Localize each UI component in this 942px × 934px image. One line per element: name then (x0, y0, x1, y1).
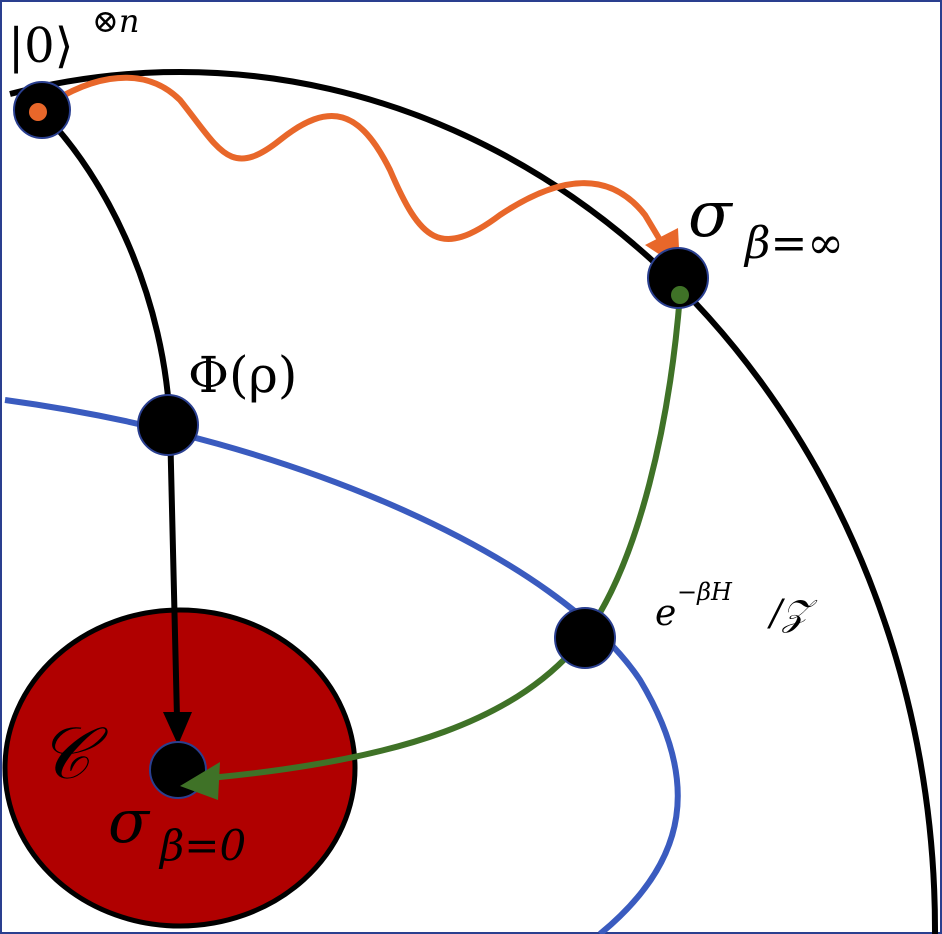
orange-path (36, 74, 663, 243)
node-gibbs (554, 607, 616, 669)
black-arrowhead (163, 712, 192, 745)
label-gibbs-sup: −βH (677, 578, 733, 606)
black-path (37, 107, 180, 719)
node-phi-rho (137, 394, 199, 456)
label-gibbs-tail: /𝒵 (767, 593, 818, 634)
orange-dot (29, 103, 47, 121)
label-gibbs-base: e (655, 593, 676, 634)
label-initial-state-sup: ⊗n (92, 2, 139, 40)
label-phi-rho: Φ(ρ) (188, 346, 297, 404)
label-sigma-inf: σ (688, 178, 734, 252)
outer-arc (9, 68, 939, 934)
label-sigma-inf-sub: β=∞ (743, 218, 844, 269)
green-arrowhead (180, 762, 220, 800)
label-sigma-zero-sub: β=0 (158, 821, 246, 870)
node-sigma-inf (647, 247, 709, 309)
green-dot (671, 286, 689, 304)
label-sigma-zero: σ (108, 787, 151, 857)
label-initial-state: |0⟩ (8, 18, 73, 74)
